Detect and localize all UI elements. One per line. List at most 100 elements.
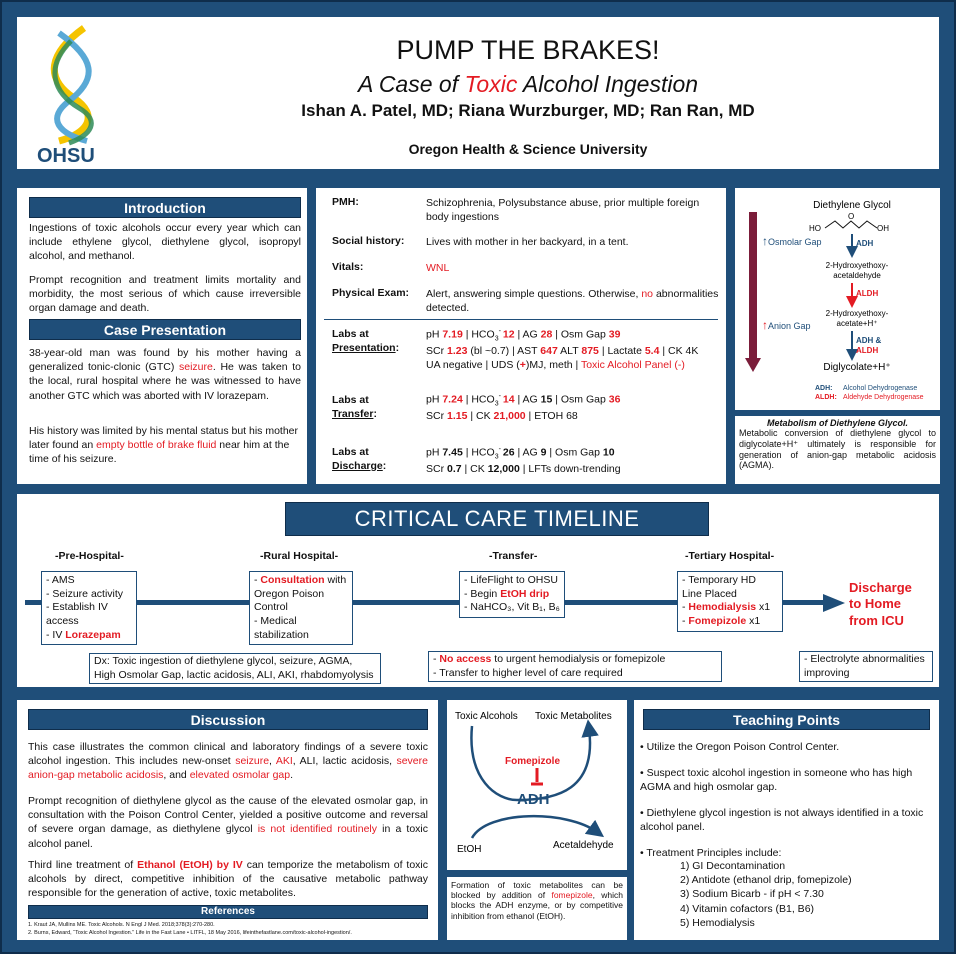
step1-label: 2-Hydroxyethoxy-acetaldehyde (826, 261, 889, 280)
list-item: - Temporary HD Line Placed (682, 574, 756, 600)
case-p2: His history was limited by his mental st… (29, 425, 299, 466)
toxic-metabolites-label: Toxic Metabolites (535, 711, 612, 722)
list-item: 2) Antidote (ethanol drip, fomepizole) (680, 874, 852, 887)
pre-hospital-box: - AMS - Seizure activity - Establish IV … (41, 571, 137, 646)
inhibition-icon (531, 768, 543, 786)
intro-p1: Ingestions of toxic alcohols occur every… (29, 222, 301, 263)
adh-caption-panel: Formation of toxic metabolites can be bl… (447, 877, 627, 940)
lab-line: pH 7.24 | HCO3- 14 | AG 15 | Osm Gap 36 (426, 393, 621, 408)
intro-p2: Prompt recognition and treatment limits … (29, 274, 301, 315)
adh-caption: Formation of toxic metabolites can be bl… (451, 880, 623, 921)
labs-transfer-label: Labs at Transfer: (332, 394, 377, 420)
discussion-p3: Third line treatment of Ethanol (EtOH) b… (28, 859, 429, 900)
list-item: - LifeFlight to OHSU (464, 574, 558, 586)
adh-label: ADH (517, 791, 550, 808)
list-item: - Electrolyte abnormalities improving (804, 653, 925, 679)
dx-box: Dx: Toxic ingestion of diethylene glycol… (89, 653, 381, 685)
lab-line: SCr 1.15 | CK 21,000 | ETOH 68 (426, 410, 578, 423)
list-item: - Transfer to higher level of care requi… (433, 666, 623, 679)
fomepizole-label: Fomepizole (505, 756, 560, 767)
metabolism-caption-panel: Metabolism of Diethylene Glycol. Metabol… (735, 416, 940, 484)
legend-adh: Alcohol Dehydrogenase (843, 385, 917, 392)
reference-2: 2. Burns, Edward, “Toxic Alcohol Ingesti… (28, 930, 352, 936)
vitals-value: WNL (426, 262, 450, 274)
vitals-label: Vitals: (332, 261, 364, 273)
authors: Ishan A. Patel, MD; Riana Wurzburger, MD… (301, 101, 755, 120)
lab-line: pH 7.45 | HCO3- 26 | AG 9 | Osm Gap 10 (426, 446, 615, 461)
ethanol-pathway-arrow-icon (470, 814, 605, 839)
list-item: - No access to urgent hemodialysis or fo… (433, 653, 666, 665)
list-item: 4) Vitamin cofactors (B1, B6) (680, 902, 815, 915)
list-item: - Medical stabilization (254, 614, 309, 641)
pre-hospital-title: -Pre-Hospital- (55, 550, 124, 562)
adh-diagram-panel: Toxic Alcohols Toxic Metabolites Fomepiz… (447, 700, 627, 870)
legend-aldh-key: ALDH: (815, 394, 837, 401)
diethylene-glycol-label: Diethylene Glycol (813, 200, 891, 211)
osmolar-gap-label: Osmolar Gap (768, 237, 822, 247)
teaching-point: • Suspect toxic alcohol ingestion in som… (640, 767, 913, 794)
tertiary-hospital-box: - Temporary HD Line Placed - Hemodialysi… (677, 571, 783, 632)
toxic-alcohols-label: Toxic Alcohols (455, 711, 518, 722)
svg-text:↑Anion Gap: ↑Anion Gap (762, 318, 811, 332)
exam-value: Alert, answering simple questions. Other… (426, 288, 719, 315)
list-item: - Begin EtOH drip (464, 587, 550, 600)
list-item: - IV Lorazepam (46, 628, 121, 641)
svg-text:↑Osmolar Gap: ↑Osmolar Gap (762, 234, 822, 248)
molecule-structure-icon (824, 220, 878, 229)
discharge-label: Discharge to Home from ICU (849, 580, 912, 628)
reference-1: 1. Kraut JA, Mullins ME. Toxic Alcohols.… (28, 922, 215, 928)
metabolism-caption-title: Metabolism of Diethylene Glycol. (766, 418, 909, 428)
metabolism-caption: Metabolic conversion of diethylene glyco… (739, 428, 936, 471)
adh-aldh-label-2: ALDH (856, 346, 878, 355)
list-item: - Establish IV access (46, 601, 108, 627)
timeline-heading: CRITICAL CARE TIMELINE (285, 502, 709, 536)
logo-text: OHSU (37, 145, 95, 163)
case-p1: 38-year-old man was found by his mother … (29, 347, 302, 402)
lab-line: UA negative | UDS (+)MJ, meth | Toxic Al… (426, 359, 685, 372)
timeline-panel: CRITICAL CARE TIMELINE -Pre-Hospital- - … (17, 494, 939, 687)
list-item: - Hemodialysis x1 (682, 601, 771, 614)
tertiary-hospital-title: -Tertiary Hospital- (685, 550, 775, 562)
rural-hospital-title: -Rural Hospital- (260, 550, 339, 562)
list-item: 3) Sodium Bicarb - if pH < 7.30 (680, 888, 824, 901)
adh-aldh-label: ADH & (856, 336, 882, 345)
legend-aldh: Aldehyde Dehydrogenase (843, 394, 924, 401)
discussion-heading: Discussion (28, 709, 428, 730)
access-box: - No access to urgent hemodialysis or fo… (428, 651, 722, 683)
case-heading: Case Presentation (29, 319, 301, 340)
timeline-arrowhead-icon (823, 594, 845, 612)
discussion-p1: This case illustrates the common clinica… (28, 741, 428, 782)
treatment-principles: 1) GI Decontamination 2) Antidote (ethan… (680, 859, 930, 930)
anion-gap-label: Anion Gap (768, 321, 811, 331)
aldh-label: ALDH (856, 289, 878, 298)
electrolyte-box: - Electrolyte abnormalities improving (799, 651, 933, 683)
rural-hospital-box: - Consultation with Oregon Poison Contro… (249, 571, 353, 646)
poster-title: PUMP THE BRAKES! (396, 35, 660, 65)
labs-presentation: pH 7.19 | HCO3- 12 | AG 28 | Osm Gap 39 … (426, 327, 722, 372)
list-item: 5) Hemodialysis (680, 916, 755, 929)
labs-discharge: pH 7.45 | HCO3- 26 | AG 9 | Osm Gap 10 S… (426, 445, 722, 476)
metabolism-diagram: ↑Osmolar Gap ↑Anion Gap Diethylene Glyco… (745, 200, 924, 401)
timeline-axis (25, 600, 825, 605)
list-item: - Consultation with Oregon Poison Contro… (254, 574, 347, 614)
history-labs-panel: PMH: Schizophrenia, Polysubstance abuse,… (316, 188, 726, 484)
social-label: Social history: (332, 235, 405, 247)
legend-adh-key: ADH: (815, 385, 833, 392)
lab-line: pH 7.19 | HCO3- 12 | AG 28 | Osm Gap 39 (426, 328, 621, 343)
step2-label: 2-Hydroxyethoxy-acetate+H⁺ (826, 309, 889, 328)
intro-case-panel: Introduction Ingestions of toxic alcohol… (17, 188, 307, 484)
acetaldehyde-label: Acetaldehyde (553, 840, 614, 851)
gap-arrow-icon (745, 212, 761, 372)
labs-transfer: pH 7.24 | HCO3- 14 | AG 15 | Osm Gap 36 … (426, 392, 722, 423)
discussion-p2: Prompt recognition of diethylene glycol … (28, 795, 429, 850)
teaching-point: • Utilize the Oregon Poison Control Cent… (640, 741, 840, 753)
intro-heading: Introduction (29, 197, 301, 218)
o-label: O (848, 212, 854, 221)
teaching-panel: Teaching Points • Utilize the Oregon Poi… (634, 700, 939, 940)
teaching-point: • Diethylene glycol ingestion is not alw… (640, 807, 924, 834)
teaching-heading: Teaching Points (643, 709, 930, 730)
oh-label: OH (877, 224, 889, 233)
metabolism-panel: ↑Osmolar Gap ↑Anion Gap Diethylene Glyco… (735, 188, 940, 410)
transfer-box: - LifeFlight to OHSU - Begin EtOH drip -… (459, 571, 565, 618)
list-item: - Seizure activity (46, 587, 124, 600)
